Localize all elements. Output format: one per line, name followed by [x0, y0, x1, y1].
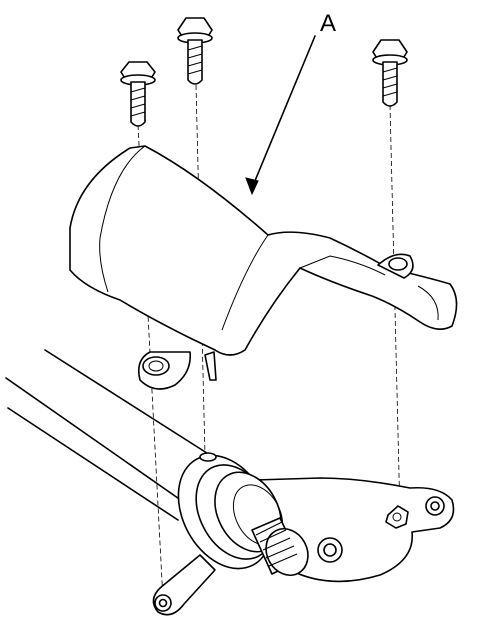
callout-label-a: A	[320, 10, 336, 37]
bolt-center	[177, 17, 213, 85]
bearing-housing	[177, 452, 284, 570]
bolt-left	[120, 61, 156, 127]
bolt-right	[372, 39, 408, 107]
splined-shaft-end	[251, 517, 309, 576]
heat-shield-a	[69, 145, 458, 390]
callout-arrowhead	[245, 177, 259, 196]
drive-shaft	[5, 349, 211, 521]
callout-a: A	[245, 10, 336, 196]
